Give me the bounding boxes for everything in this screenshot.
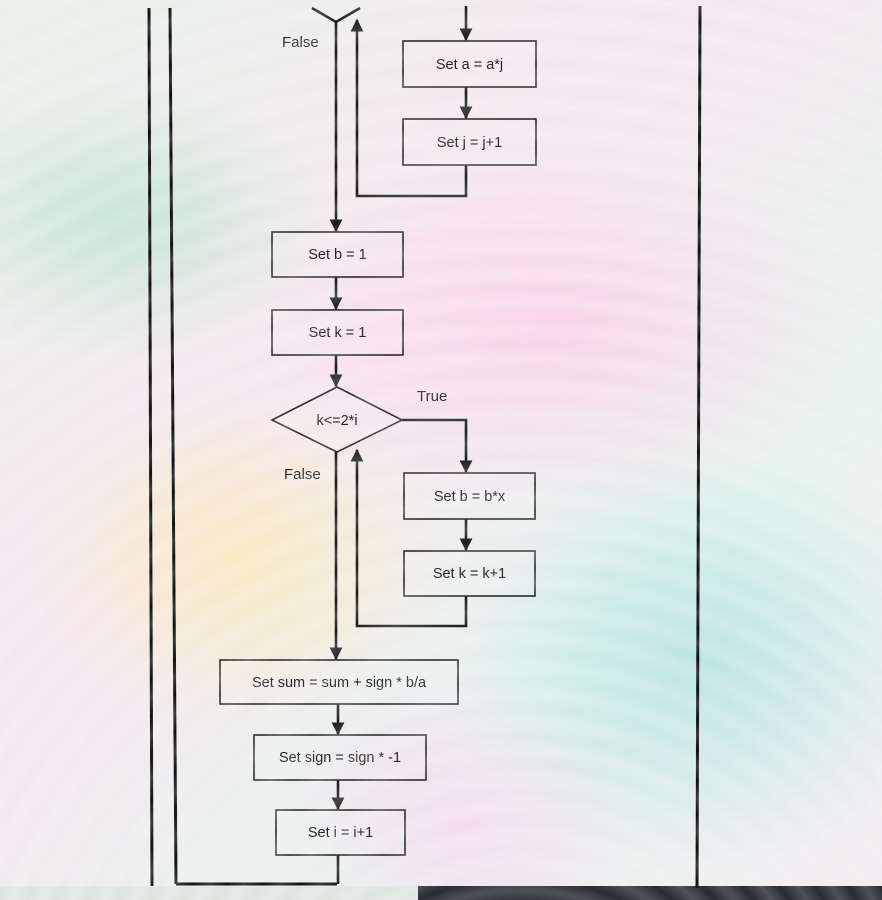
process-set-b-1: Set b = 1 bbox=[271, 231, 404, 278]
process-set-a-label: Set a = a*j bbox=[436, 57, 503, 73]
label-false-k: False bbox=[284, 466, 321, 483]
process-set-sign-label: Set sign = sign * -1 bbox=[279, 750, 401, 766]
process-set-j-label: Set j = j+1 bbox=[437, 135, 502, 151]
frame-left-inner-line bbox=[168, 7, 178, 885]
process-set-sum: Set sum = sum + sign * b/a bbox=[219, 659, 459, 705]
decision-k-label: k<=2*i bbox=[316, 413, 357, 429]
process-set-i-label: Set i = i+1 bbox=[308, 825, 373, 841]
process-set-k-1: Set k = 1 bbox=[271, 309, 404, 356]
frame-left-outer-line bbox=[147, 7, 154, 887]
process-set-j: Set j = j+1 bbox=[402, 118, 537, 166]
loop-back-arrow-k bbox=[350, 448, 468, 628]
process-set-k-kk-label: Set k = k+1 bbox=[433, 566, 506, 582]
frame-right-line bbox=[695, 5, 702, 889]
process-set-b-bx: Set b = b*x bbox=[403, 472, 536, 520]
process-set-sign: Set sign = sign * -1 bbox=[253, 734, 427, 781]
process-set-k-1-label: Set k = 1 bbox=[309, 325, 367, 341]
process-set-sum-label: Set sum = sum + sign * b/a bbox=[252, 675, 427, 691]
process-set-a: Set a = a*j bbox=[402, 40, 537, 88]
screen-bottom-edge-dark bbox=[418, 886, 882, 900]
screen-bottom-edge-left bbox=[0, 886, 418, 900]
loop-back-arrow-j bbox=[350, 18, 468, 198]
label-false-top: False bbox=[282, 34, 319, 51]
process-set-b-1-label: Set b = 1 bbox=[308, 247, 366, 263]
decision-k: k<=2*i bbox=[270, 386, 404, 453]
process-set-b-bx-label: Set b = b*x bbox=[434, 489, 506, 505]
arrow-true-to-set-bx bbox=[402, 418, 473, 474]
process-set-i: Set i = i+1 bbox=[275, 809, 406, 856]
process-set-k-kk: Set k = k+1 bbox=[403, 550, 536, 597]
label-true-k: True bbox=[417, 388, 447, 405]
top-decision-partial bbox=[311, 6, 361, 24]
